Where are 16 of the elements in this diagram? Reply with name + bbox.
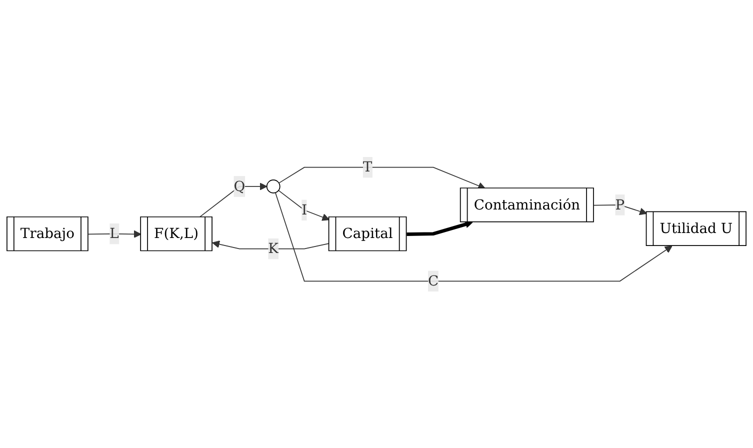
arrow (594, 204, 648, 215)
arrow (406, 220, 473, 236)
arrow (278, 190, 330, 221)
arrow (198, 182, 268, 218)
arrow (278, 166, 486, 190)
edge-label: K (268, 240, 279, 256)
node-circle (266, 179, 280, 194)
edge-label: I (302, 201, 308, 218)
edge-label: T (362, 158, 372, 175)
arrow (274, 192, 672, 282)
arrow (88, 230, 142, 238)
edge-label: Q (234, 178, 246, 194)
edge-label: C (428, 272, 439, 289)
arrow (212, 240, 330, 249)
edge-label: L (110, 224, 119, 242)
edge-label: P (615, 196, 625, 212)
